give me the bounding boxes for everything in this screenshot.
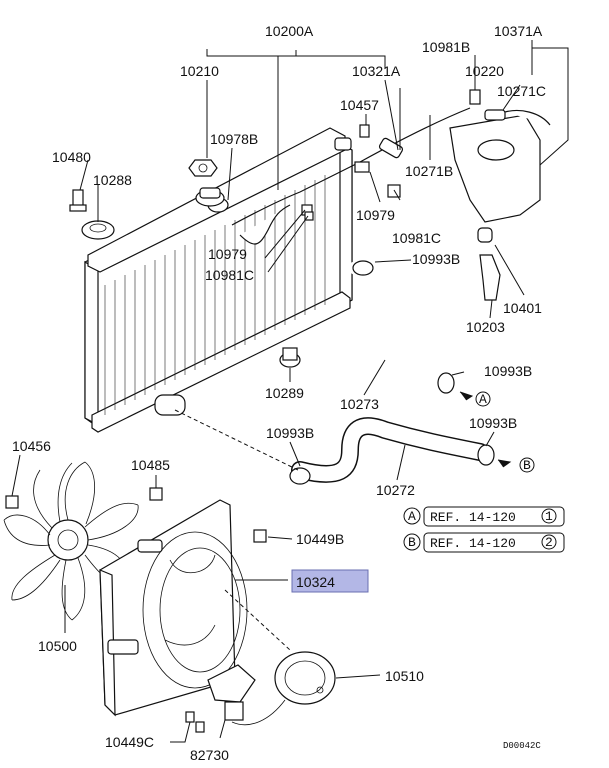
upper-hose <box>348 260 455 394</box>
reference-b: B REF. 14-120 2 <box>403 532 565 553</box>
label-10203: 10203 <box>466 319 505 335</box>
label-10210: 10210 <box>180 63 219 79</box>
fan-resistor <box>207 664 256 721</box>
label-82730: 82730 <box>190 747 229 763</box>
label-10981C-right: 10981C <box>392 230 441 246</box>
svg-text:1: 1 <box>545 509 553 524</box>
reference-a: A REF. 14-120 1 <box>403 506 565 527</box>
label-10993B-mid: 10993B <box>484 363 532 379</box>
leader-lines <box>11 40 569 743</box>
label-10271C: 10271C <box>497 83 546 99</box>
connector-marker-a: A <box>475 391 491 407</box>
svg-text:B: B <box>523 458 531 473</box>
gasket-10210 <box>188 159 218 177</box>
label-10485: 10485 <box>131 457 170 473</box>
reference-a-text: REF. 14-120 <box>430 510 516 525</box>
label-10288: 10288 <box>93 172 132 188</box>
label-10979-left: 10979 <box>208 246 247 262</box>
reference-b-text: REF. 14-120 <box>430 536 516 551</box>
radiator-cap <box>195 187 225 207</box>
label-10273: 10273 <box>340 396 379 412</box>
label-10289: 10289 <box>265 385 304 401</box>
label-10993B-left: 10993B <box>266 425 314 441</box>
part-labels: 10200A 10210 10321A 10981B 10371A 10220 … <box>12 23 546 763</box>
label-10500: 10500 <box>38 638 77 654</box>
label-10324: 10324 <box>296 574 335 590</box>
label-10480: 10480 <box>52 149 91 165</box>
label-10324-highlight <box>291 569 369 593</box>
bolt-10485 <box>149 487 163 501</box>
label-10979-right: 10979 <box>356 207 395 223</box>
bolt-10981C <box>304 184 401 221</box>
svg-text:A: A <box>479 392 487 407</box>
lower-hose <box>289 417 495 485</box>
label-10978B: 10978B <box>210 131 258 147</box>
label-10449B: 10449B <box>296 531 344 547</box>
label-10220: 10220 <box>465 63 504 79</box>
connector-marker-b: B <box>519 457 535 473</box>
label-10981C-left: 10981C <box>205 267 254 283</box>
radiator-core <box>84 127 353 433</box>
label-10993B-right: 10993B <box>469 415 517 431</box>
label-10371A: 10371A <box>494 23 543 39</box>
fan-motor <box>231 651 336 726</box>
reservoir-tank <box>449 89 551 243</box>
svg-text:B: B <box>408 535 416 550</box>
bolt-10456 <box>5 495 19 509</box>
label-10200A: 10200A <box>265 23 314 39</box>
label-10457: 10457 <box>340 97 379 113</box>
svg-text:2: 2 <box>545 535 553 550</box>
label-10321A: 10321A <box>352 63 401 79</box>
label-10272: 10272 <box>376 482 415 498</box>
clip-10457 <box>359 124 370 138</box>
label-10510: 10510 <box>385 668 424 684</box>
bolt-10449B <box>253 529 267 543</box>
label-10271B: 10271B <box>405 163 453 179</box>
cooling-fan <box>3 461 139 621</box>
svg-text:A: A <box>408 509 416 524</box>
label-10456: 10456 <box>12 438 51 454</box>
label-10449C: 10449C <box>105 734 154 750</box>
drain-plug <box>69 189 115 240</box>
label-10993B-top: 10993B <box>412 251 460 267</box>
label-10401: 10401 <box>503 300 542 316</box>
label-10981B: 10981B <box>422 39 470 55</box>
hose-fitting-10321A <box>378 137 404 159</box>
drawing-code: D00042C <box>503 741 541 751</box>
bracket-10203 <box>479 254 501 301</box>
radiator-drain-cock <box>279 347 301 368</box>
